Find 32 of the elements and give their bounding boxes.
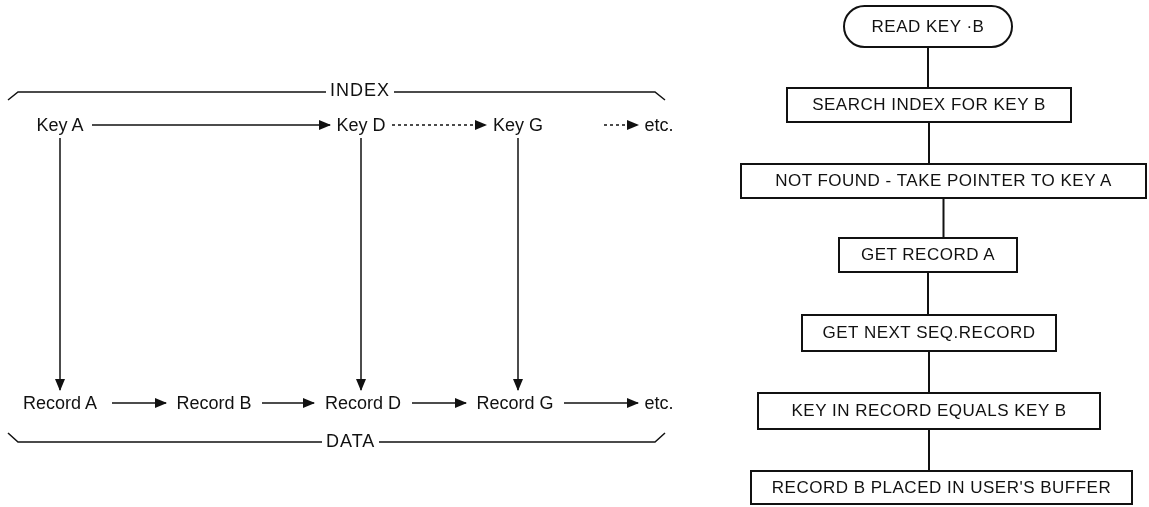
process-box: KEY IN RECORD EQUALS KEY B (757, 392, 1101, 430)
process-box: GET NEXT SEQ.RECORD (801, 314, 1057, 352)
arrow (356, 137, 366, 391)
start-terminal: READ KEY ·B (843, 5, 1013, 48)
connector-line (942, 198, 945, 238)
process-box: SEARCH INDEX FOR KEY B (786, 87, 1072, 123)
connector-line (927, 272, 929, 315)
connector-line (928, 429, 930, 471)
connector-line (927, 47, 929, 88)
key-label: Key A (28, 112, 92, 138)
key-label: Key G (486, 112, 550, 138)
process-box: RECORD B PLACED IN USER'S BUFFER (750, 470, 1133, 505)
etc-label: etc. (638, 112, 680, 138)
arrow (603, 120, 639, 130)
connector-line (928, 122, 930, 164)
etc-label: etc. (638, 390, 680, 416)
process-box: GET RECORD A (838, 237, 1018, 273)
arrow (55, 137, 65, 391)
key-label: Key D (330, 112, 392, 138)
arrow (391, 120, 487, 130)
arrow (91, 120, 331, 130)
arrow (411, 398, 467, 408)
arrow (563, 398, 639, 408)
record-label: Record G (466, 390, 564, 416)
arrow (513, 137, 523, 391)
record-label: Record A (8, 390, 112, 416)
record-label: Record B (166, 390, 262, 416)
record-label: Record D (314, 390, 412, 416)
connector-line (928, 351, 930, 393)
arrow (111, 398, 167, 408)
arrow (261, 398, 315, 408)
process-box: NOT FOUND - TAKE POINTER TO KEY A (740, 163, 1147, 199)
